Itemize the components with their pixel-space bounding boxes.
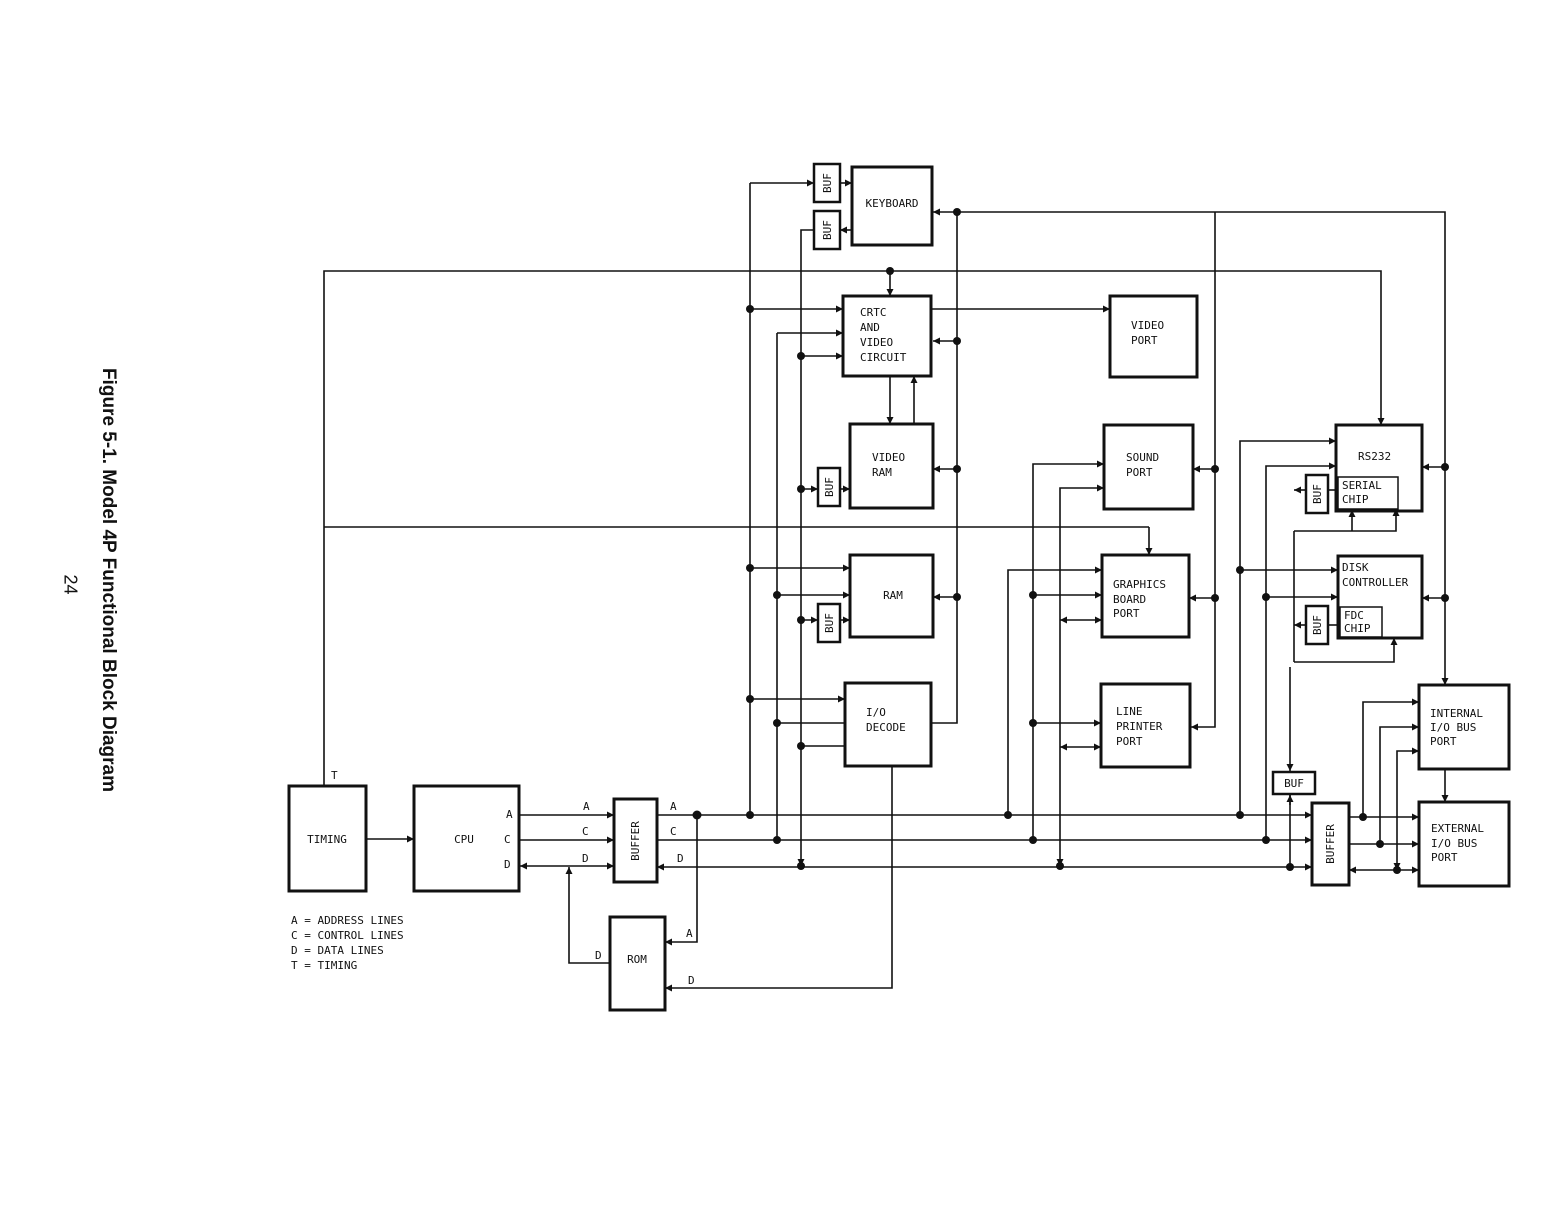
rom-address [665, 815, 698, 946]
bus-c-label-1: C [582, 825, 589, 838]
wires [323, 179, 1449, 992]
printer-port-label-2: PRINTER [1116, 720, 1163, 733]
video-ram-buf: BUF [816, 466, 842, 508]
crtc-label-2: AND [860, 321, 880, 334]
cpu-c-pin: C [504, 833, 511, 846]
buffer-right-label: BUFFER [1324, 824, 1337, 864]
printer-port-label-3: PORT [1116, 735, 1143, 748]
crtc-label-4: CIRCUIT [860, 351, 907, 364]
internal-io-block: INTERNAL I/O BUS PORT [1417, 683, 1511, 771]
external-io-block: EXTERNAL I/O BUS PORT [1417, 800, 1511, 888]
cpu-a-pin: A [506, 808, 513, 821]
rom-label: ROM [627, 953, 647, 966]
graphics-port-label-2: BOARD [1113, 593, 1146, 606]
external-io-label-3: PORT [1431, 851, 1458, 864]
svg-text:BUF: BUF [821, 220, 834, 240]
svg-text:BUF: BUF [823, 613, 836, 633]
fdc-buf: BUF [1304, 604, 1330, 646]
internal-io-label-2: I/O BUS [1430, 721, 1476, 734]
timing-t-label: T [331, 769, 338, 782]
rom-a-label: A [686, 927, 693, 940]
buffer-left-block: BUFFER [612, 797, 659, 884]
video-port-block: VIDEO PORT [1108, 294, 1199, 379]
video-ram-label-2: RAM [872, 466, 892, 479]
legend-item-control: C = CONTROL LINES [291, 929, 404, 942]
external-io-label-2: I/O BUS [1431, 837, 1477, 850]
bus-c-label-2: C [670, 825, 677, 838]
ram-label: RAM [883, 589, 903, 602]
buffer-left-label: BUFFER [629, 821, 642, 861]
legend-item-address: A = ADDRESS LINES [291, 914, 404, 927]
serial-chip-label-1: SERIAL [1342, 479, 1382, 492]
internal-io-label-1: INTERNAL [1430, 707, 1483, 720]
buffer-right-block: BUFFER [1310, 801, 1351, 887]
io-decode-label-1: I/O [866, 706, 886, 719]
keyboard-label: KEYBOARD [866, 197, 919, 210]
fdc-chip-label-2: CHIP [1344, 622, 1371, 635]
cpu-block: CPU A C D [412, 784, 521, 893]
io-decode-block: I/O DECODE [843, 681, 933, 768]
svg-text:BUF: BUF [823, 477, 836, 497]
keyboard-buf-out: BUF [812, 209, 842, 251]
ram-buf: BUF [816, 602, 842, 644]
bus-a-label-2: A [670, 800, 677, 813]
rs232-label: RS232 [1358, 450, 1391, 463]
timing-block: TIMING [287, 784, 368, 893]
rom-d-label-out: D [688, 974, 695, 987]
sound-port-block: SOUND PORT [1102, 423, 1195, 511]
rom-d-label-in: D [595, 949, 602, 962]
rom-block: ROM [608, 915, 667, 1012]
cpu-d-pin: D [504, 858, 511, 871]
fdc-chip-label-1: FDC [1344, 609, 1364, 622]
graphics-port-block: GRAPHICS BOARD PORT [1100, 553, 1191, 639]
junction-dots [692, 208, 1449, 874]
crtc-block: CRTC AND VIDEO CIRCUIT [841, 294, 933, 378]
serial-chip-box [1337, 476, 1399, 510]
ram-block: RAM [848, 553, 935, 639]
timing-line [323, 270, 1385, 786]
timing-label: TIMING [307, 833, 347, 846]
disk-controller-label-1: DISK [1342, 561, 1369, 574]
svg-text:BUF: BUF [1311, 484, 1324, 504]
crtc-label-1: CRTC [860, 306, 887, 319]
video-port-label-2: PORT [1131, 334, 1158, 347]
legend: A = ADDRESS LINES C = CONTROL LINES D = … [291, 914, 404, 972]
graphics-port-label-1: GRAPHICS [1113, 578, 1166, 591]
right-buf: BUF [1271, 770, 1317, 796]
io-decode-label-2: DECODE [866, 721, 906, 734]
legend-item-data: D = DATA LINES [291, 944, 384, 957]
cpu-label: CPU [454, 833, 474, 846]
printer-port-label-1: LINE [1116, 705, 1143, 718]
legend-item-timing: T = TIMING [291, 959, 357, 972]
disk-controller-label-2: CONTROLLER [1342, 576, 1409, 589]
svg-text:BUF: BUF [1311, 615, 1324, 635]
external-io-label-1: EXTERNAL [1431, 822, 1484, 835]
video-port-label-1: VIDEO [1131, 319, 1164, 332]
bus-d-label-2: D [677, 852, 684, 865]
keyboard-buf-in: BUF [812, 162, 842, 204]
crtc-label-3: VIDEO [860, 336, 893, 349]
rom-data-up [565, 867, 610, 964]
svg-text:BUF: BUF [821, 173, 834, 193]
bus-a-label-1: A [583, 800, 590, 813]
video-ram-label-1: VIDEO [872, 451, 905, 464]
video-ram-block: VIDEO RAM [848, 422, 935, 510]
rs232-block: RS232 SERIAL CHIP [1334, 423, 1424, 513]
serial-buf: BUF [1304, 473, 1330, 515]
internal-io-label-3: PORT [1430, 735, 1457, 748]
sound-port-label-1: SOUND [1126, 451, 1159, 464]
serial-chip-label-2: CHIP [1342, 493, 1369, 506]
printer-port-block: LINE PRINTER PORT [1099, 682, 1192, 769]
fdc-chip-box [1339, 606, 1383, 638]
keyboard-block: KEYBOARD [850, 165, 934, 247]
svg-text:BUF: BUF [1284, 777, 1304, 790]
sound-port-label-2: PORT [1126, 466, 1153, 479]
bus-d-label-1: D [582, 852, 589, 865]
rom-decode [665, 766, 893, 992]
disk-controller-block: DISK CONTROLLER FDC CHIP [1336, 554, 1424, 640]
graphics-port-label-3: PORT [1113, 607, 1140, 620]
